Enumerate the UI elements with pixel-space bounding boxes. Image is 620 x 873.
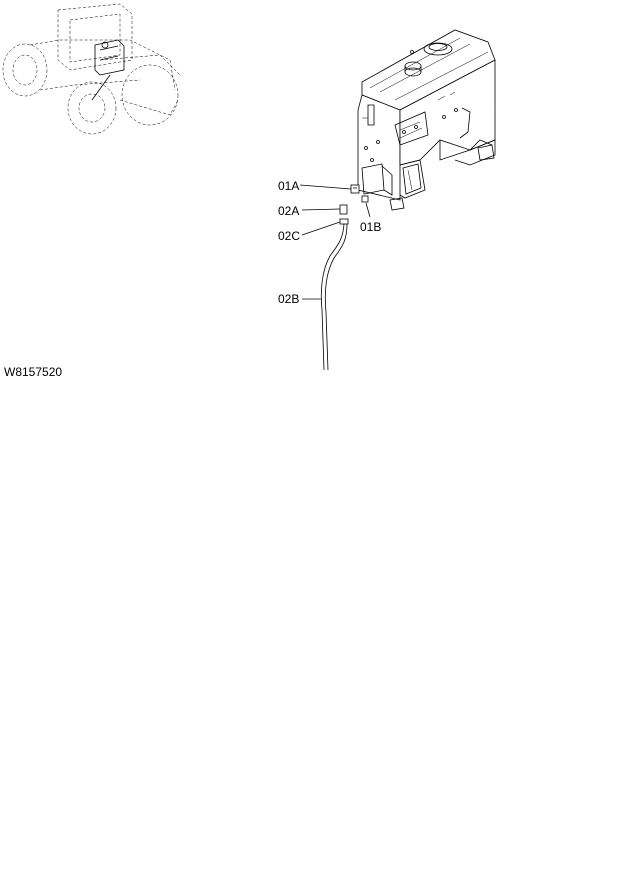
hose-clamp — [339, 218, 349, 225]
callout-01A: 01A — [278, 179, 299, 193]
callout-02B: 02B — [278, 292, 299, 306]
drain-plug — [361, 195, 369, 203]
drawing-number: W8157520 — [4, 365, 63, 379]
hose-fitting — [339, 204, 348, 215]
locator-thumbnail — [2, 3, 181, 135]
drain-hose — [320, 223, 348, 371]
callout-02C: 02C — [278, 229, 300, 243]
leader-lines — [299, 184, 371, 300]
drain-valve — [350, 184, 360, 194]
callout-01B: 01B — [360, 220, 381, 234]
callout-02A: 02A — [278, 204, 299, 218]
tank-assembly — [357, 29, 496, 211]
